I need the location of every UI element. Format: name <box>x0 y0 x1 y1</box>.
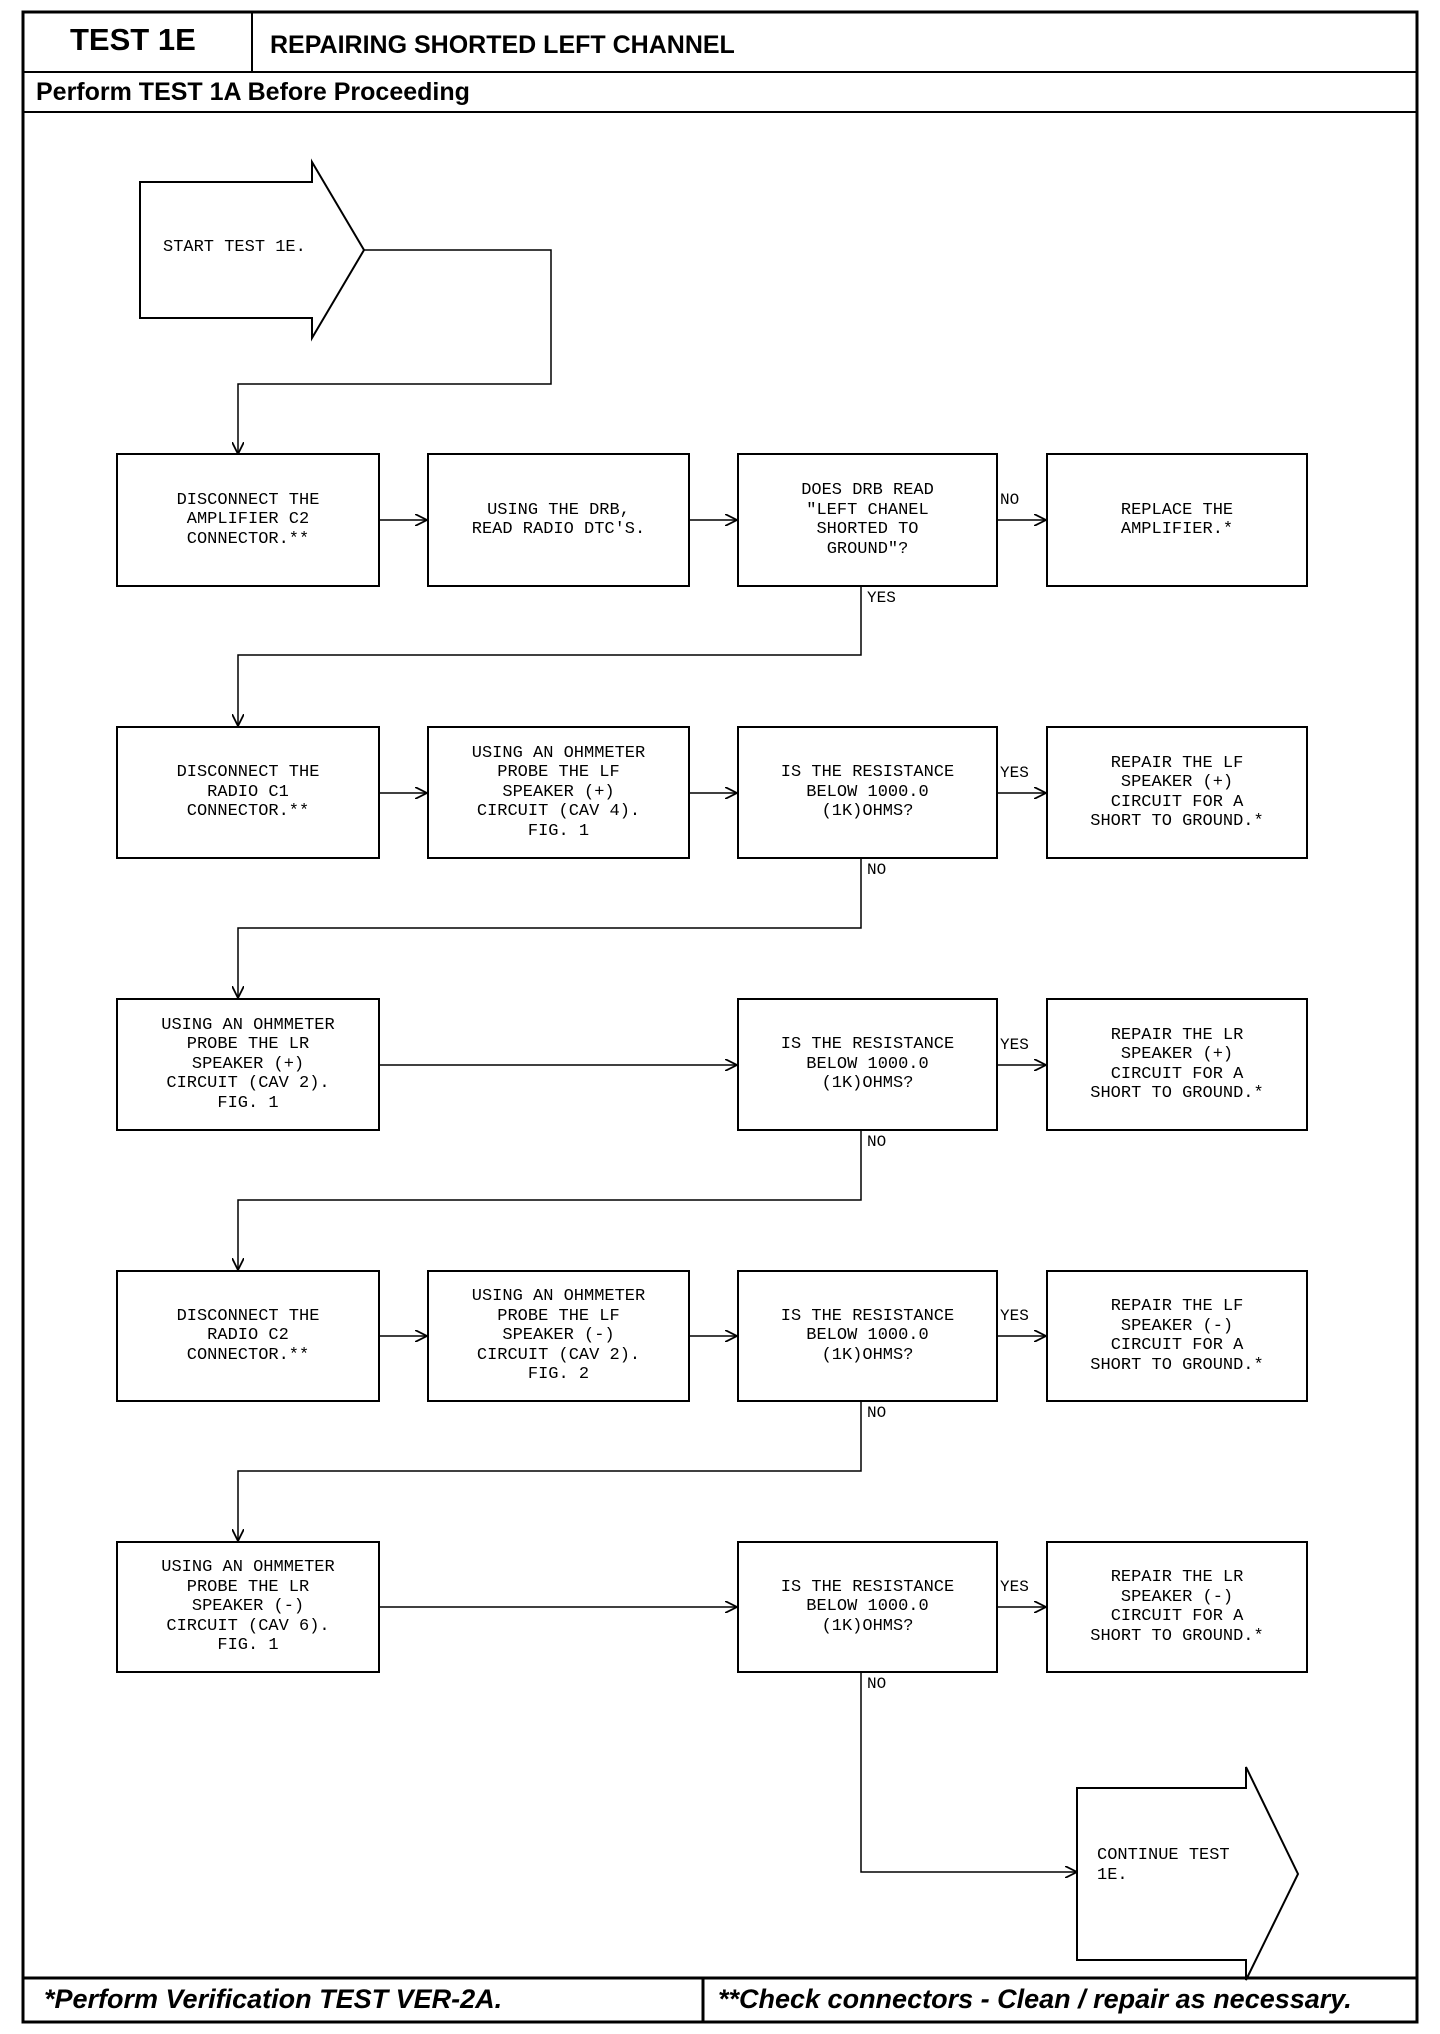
step-read-radio-dtcs: USING THE DRB, READ RADIO DTC'S. <box>427 453 690 587</box>
action-replace-amplifier: REPLACE THE AMPLIFIER.* <box>1046 453 1308 587</box>
connector-r5-no-to-end <box>860 1673 1077 1872</box>
decision-lf-minus-resistance-text: IS THE RESISTANCE BELOW 1000.0 (1K)OHMS? <box>780 1306 955 1365</box>
r2-yes-label: YES <box>1000 764 1029 782</box>
test-id: TEST 1E <box>70 22 196 57</box>
connector-start-to-r1 <box>238 249 552 454</box>
decision-lr-minus-resistance: IS THE RESISTANCE BELOW 1000.0 (1K)OHMS? <box>737 1541 998 1673</box>
connector-r3-no-down <box>238 1131 862 1270</box>
r4-no-label: NO <box>867 1404 887 1422</box>
step-probe-lf-minus-text: USING AN OHMMETER PROBE THE LF SPEAKER (… <box>471 1287 646 1385</box>
action-repair-lr-minus: REPAIR THE LR SPEAKER (-) CIRCUIT FOR A … <box>1046 1541 1308 1673</box>
decision-lr-minus-resistance-text: IS THE RESISTANCE BELOW 1000.0 (1K)OHMS? <box>780 1577 955 1636</box>
connector-r4-no-down <box>238 1402 862 1541</box>
decision-lf-plus-resistance: IS THE RESISTANCE BELOW 1000.0 (1K)OHMS? <box>737 726 998 859</box>
step-probe-lr-minus: USING AN OHMMETER PROBE THE LR SPEAKER (… <box>116 1541 380 1673</box>
step-probe-lf-plus-text: USING AN OHMMETER PROBE THE LF SPEAKER (… <box>471 743 646 841</box>
action-repair-lf-minus: REPAIR THE LF SPEAKER (-) CIRCUIT FOR A … <box>1046 1270 1308 1402</box>
action-repair-lr-plus-text: REPAIR THE LR SPEAKER (+) CIRCUIT FOR A … <box>1090 1025 1264 1104</box>
step-probe-lr-plus: USING AN OHMMETER PROBE THE LR SPEAKER (… <box>116 998 380 1131</box>
start-arrow-shape <box>139 158 366 342</box>
prerequisite-note: Perform TEST 1A Before Proceeding <box>36 78 470 106</box>
outer-frame <box>21 10 1419 2024</box>
r4-yes-label: YES <box>1000 1307 1029 1325</box>
step-probe-lr-plus-text: USING AN OHMMETER PROBE THE LR SPEAKER (… <box>161 1015 335 1113</box>
start-label: START TEST 1E. <box>163 238 306 257</box>
connector-r1-yes-down <box>238 587 862 726</box>
r5-yes-label: YES <box>1000 1578 1029 1596</box>
r3-no-label: NO <box>867 1133 887 1151</box>
r5-no-label: NO <box>867 1675 887 1693</box>
footnote-connectors: **Check connectors - Clean / repair as n… <box>718 1984 1352 2014</box>
test-title: REPAIRING SHORTED LEFT CHANNEL <box>270 31 735 59</box>
step-probe-lf-plus: USING AN OHMMETER PROBE THE LF SPEAKER (… <box>427 726 690 859</box>
action-repair-lf-plus: REPAIR THE LF SPEAKER (+) CIRCUIT FOR A … <box>1046 726 1308 859</box>
connector-r2-no-down <box>238 859 862 998</box>
step-read-radio-dtcs-text: USING THE DRB, READ RADIO DTC'S. <box>471 500 646 540</box>
continue-label: CONTINUE TEST 1E. <box>1097 1846 1230 1885</box>
r1-yes-label: YES <box>867 589 896 607</box>
decision-lf-plus-resistance-text: IS THE RESISTANCE BELOW 1000.0 (1K)OHMS? <box>780 763 955 822</box>
step-disconnect-radio-c2: DISCONNECT THE RADIO C2 CONNECTOR.** <box>116 1270 380 1402</box>
action-replace-amplifier-text: REPLACE THE AMPLIFIER.* <box>1120 500 1234 540</box>
step-disconnect-amplifier-c2-text: DISCONNECT THE AMPLIFIER C2 CONNECTOR.** <box>176 490 320 549</box>
decision-left-channel-shorted-text: DOES DRB READ "LEFT CHANEL SHORTED TO GR… <box>801 481 934 559</box>
r2-no-label: NO <box>867 861 887 879</box>
step-disconnect-radio-c2-text: DISCONNECT THE RADIO C2 CONNECTOR.** <box>176 1306 320 1365</box>
action-repair-lf-minus-text: REPAIR THE LF SPEAKER (-) CIRCUIT FOR A … <box>1090 1297 1264 1375</box>
action-repair-lr-plus: REPAIR THE LR SPEAKER (+) CIRCUIT FOR A … <box>1046 998 1308 1131</box>
r3-yes-label: YES <box>1000 1036 1029 1054</box>
decision-lr-plus-resistance: IS THE RESISTANCE BELOW 1000.0 (1K)OHMS? <box>737 998 998 1131</box>
step-disconnect-radio-c1-text: DISCONNECT THE RADIO C1 CONNECTOR.** <box>176 763 320 822</box>
decision-lr-plus-resistance-text: IS THE RESISTANCE BELOW 1000.0 (1K)OHMS? <box>780 1035 955 1094</box>
step-disconnect-amplifier-c2: DISCONNECT THE AMPLIFIER C2 CONNECTOR.** <box>116 453 380 587</box>
decision-left-channel-shorted: DOES DRB READ "LEFT CHANEL SHORTED TO GR… <box>737 453 998 587</box>
continue-arrow-shape <box>1076 1766 1300 1981</box>
action-repair-lf-plus-text: REPAIR THE LF SPEAKER (+) CIRCUIT FOR A … <box>1090 753 1264 832</box>
footnote-verification: *Perform Verification TEST VER-2A. <box>44 1984 503 2014</box>
step-probe-lf-minus: USING AN OHMMETER PROBE THE LF SPEAKER (… <box>427 1270 690 1402</box>
action-repair-lr-minus-text: REPAIR THE LR SPEAKER (-) CIRCUIT FOR A … <box>1090 1568 1264 1646</box>
step-probe-lr-minus-text: USING AN OHMMETER PROBE THE LR SPEAKER (… <box>161 1558 335 1656</box>
r1-no-label: NO <box>1000 491 1020 509</box>
decision-lf-minus-resistance: IS THE RESISTANCE BELOW 1000.0 (1K)OHMS? <box>737 1270 998 1402</box>
step-disconnect-radio-c1: DISCONNECT THE RADIO C1 CONNECTOR.** <box>116 726 380 859</box>
